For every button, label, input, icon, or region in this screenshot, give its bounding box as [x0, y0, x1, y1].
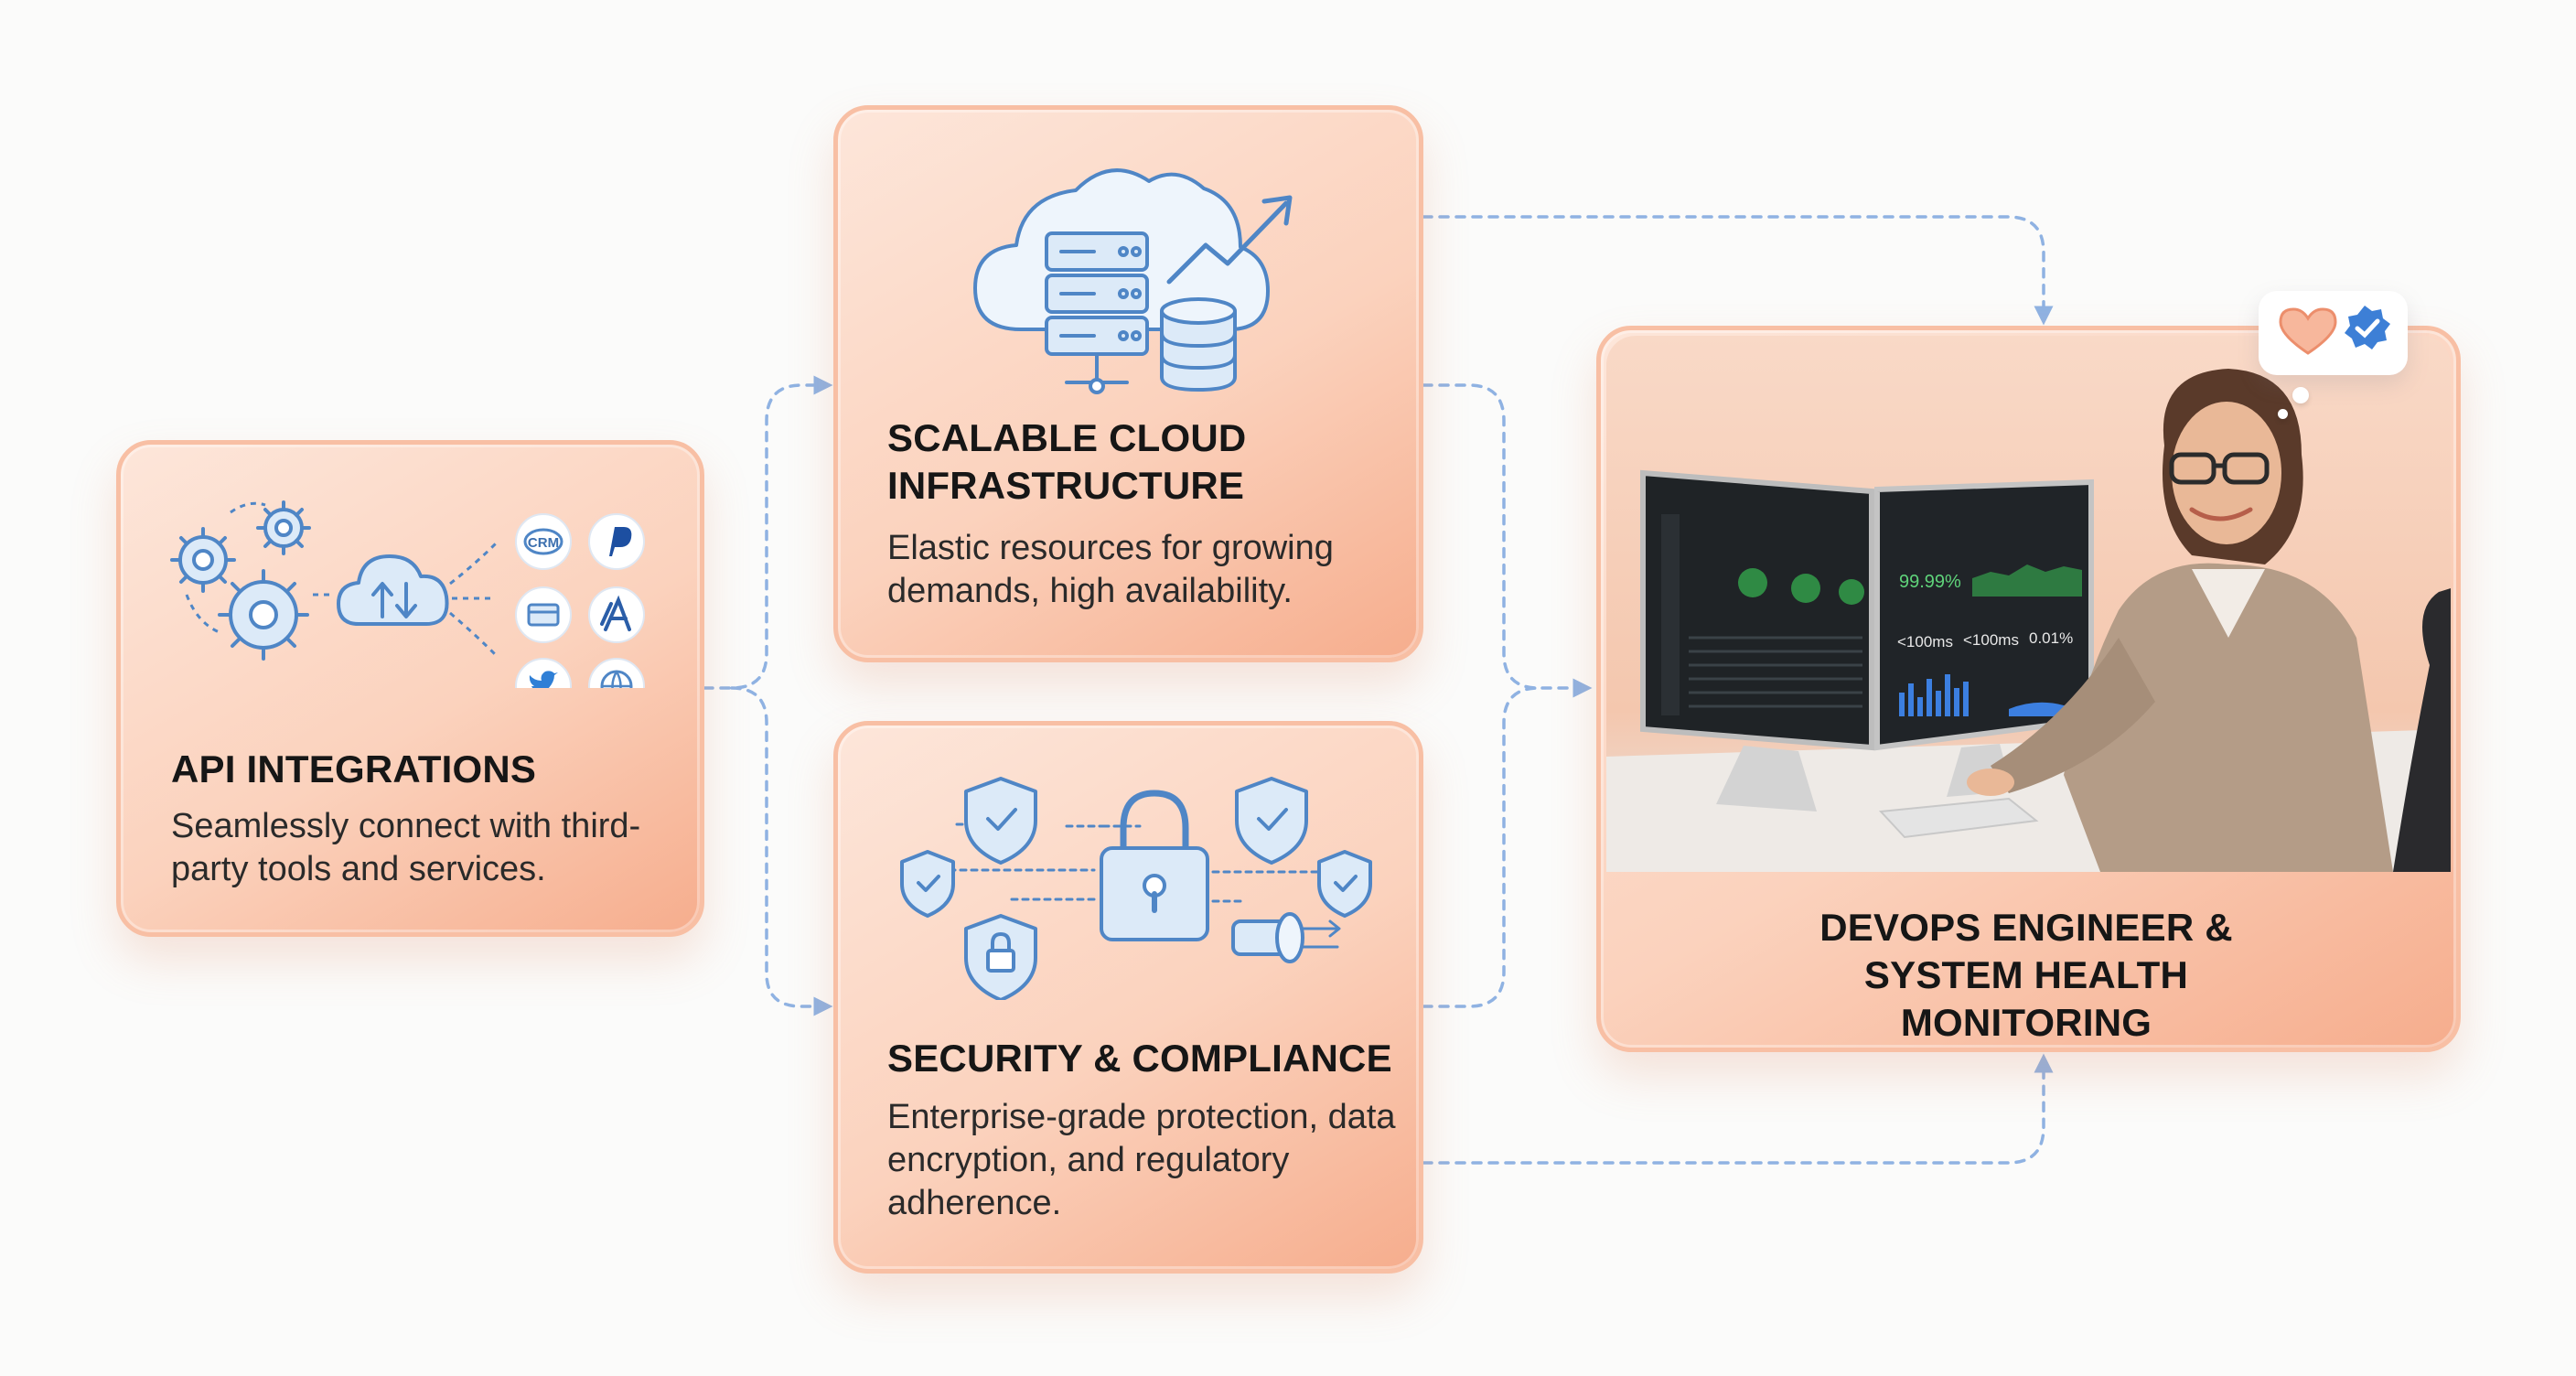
shield-lock-icon	[964, 914, 1037, 1000]
connector-api-to-security	[730, 686, 833, 1016]
globe-icon	[588, 658, 645, 688]
connector-api-to-cloud	[703, 375, 833, 690]
shield-check-icon	[1235, 777, 1308, 865]
card-title: SECURITY & COMPLIANCE	[887, 1037, 1392, 1080]
response-value-2: <100ms	[1963, 631, 2019, 649]
gear-icon	[256, 500, 311, 555]
connector-cloud-top-to-devops	[1422, 215, 2054, 326]
hand	[1967, 769, 2014, 796]
verified-check-icon	[2345, 306, 2390, 349]
card-cloud-infrastructure: SCALABLE CLOUD INFRASTRUCTURE Elastic re…	[833, 105, 1423, 662]
card-title: API INTEGRATIONS	[171, 747, 537, 790]
keyboard	[1878, 797, 2039, 839]
database-icon	[1160, 297, 1237, 392]
shield-check-icon	[964, 777, 1037, 865]
bubble-dot-small	[2278, 409, 2288, 419]
card-description: Enterprise-grade protection, data encryp…	[887, 1098, 1396, 1222]
card-title: DEVOPS ENGINEER & SYSTEM HEALTH MONITORI…	[1819, 906, 2233, 1044]
connector-security-bottom-to-devops	[1422, 1053, 2054, 1165]
encryption-pipe-icon	[1231, 912, 1341, 963]
app-store-icon	[588, 586, 645, 643]
card-security-compliance: SECURITY & COMPLIANCE Enterprise-grade p…	[833, 721, 1423, 1274]
crm-label: CRM	[528, 535, 559, 551]
error-rate-value: 0.01%	[2029, 629, 2073, 647]
card-api-integrations: CRM	[116, 440, 704, 937]
security-illustration	[900, 777, 1372, 1000]
heart-icon	[2279, 307, 2337, 355]
shield-check-icon	[1317, 850, 1372, 918]
connector-cloud-to-devops	[1422, 383, 1593, 698]
engineer-person	[1967, 369, 2393, 872]
card-title: SCALABLE CLOUD INFRASTRUCTURE	[887, 416, 1247, 507]
paypal-icon	[588, 513, 645, 570]
monitor-left	[1640, 469, 1874, 812]
arm	[1991, 638, 2155, 793]
crm-badge: CRM	[515, 513, 572, 570]
api-integration-illustration: CRM	[170, 500, 645, 688]
devops-photo: 99.99% <100ms <100ms 0.01%	[1606, 336, 2451, 872]
gear-icon	[218, 569, 309, 661]
card-description: Elastic resources for growing demands, h…	[887, 529, 1334, 610]
bubble-dot-large	[2292, 387, 2309, 403]
connector-security-to-devops	[1422, 686, 1540, 1008]
card-devops-monitoring: 99.99% <100ms <100ms 0.01%	[1596, 326, 2461, 1052]
card-icon	[515, 586, 572, 643]
integration-badges: CRM	[515, 513, 645, 688]
engineer-at-desk-illustration: 99.99% <100ms <100ms 0.01%	[1606, 369, 2451, 872]
padlock-icon	[1100, 790, 1209, 941]
cloud-server-illustration	[973, 168, 1293, 394]
status-bubble	[2259, 291, 2408, 375]
response-value-1: <100ms	[1897, 633, 1953, 650]
office-chair	[2393, 588, 2451, 872]
shield-check-icon	[900, 850, 955, 918]
blazer	[2064, 563, 2393, 872]
gear-icon	[170, 527, 236, 593]
card-description: Seamlessly connect with third-party tool…	[171, 807, 641, 888]
server-rack-icon	[1045, 231, 1149, 356]
growth-arrow-icon	[1166, 195, 1293, 285]
cloud-sync-icon	[337, 554, 449, 626]
uptime-value: 99.99%	[1899, 572, 1961, 592]
twitter-icon	[515, 658, 572, 688]
glasses-icon	[2169, 452, 2270, 485]
